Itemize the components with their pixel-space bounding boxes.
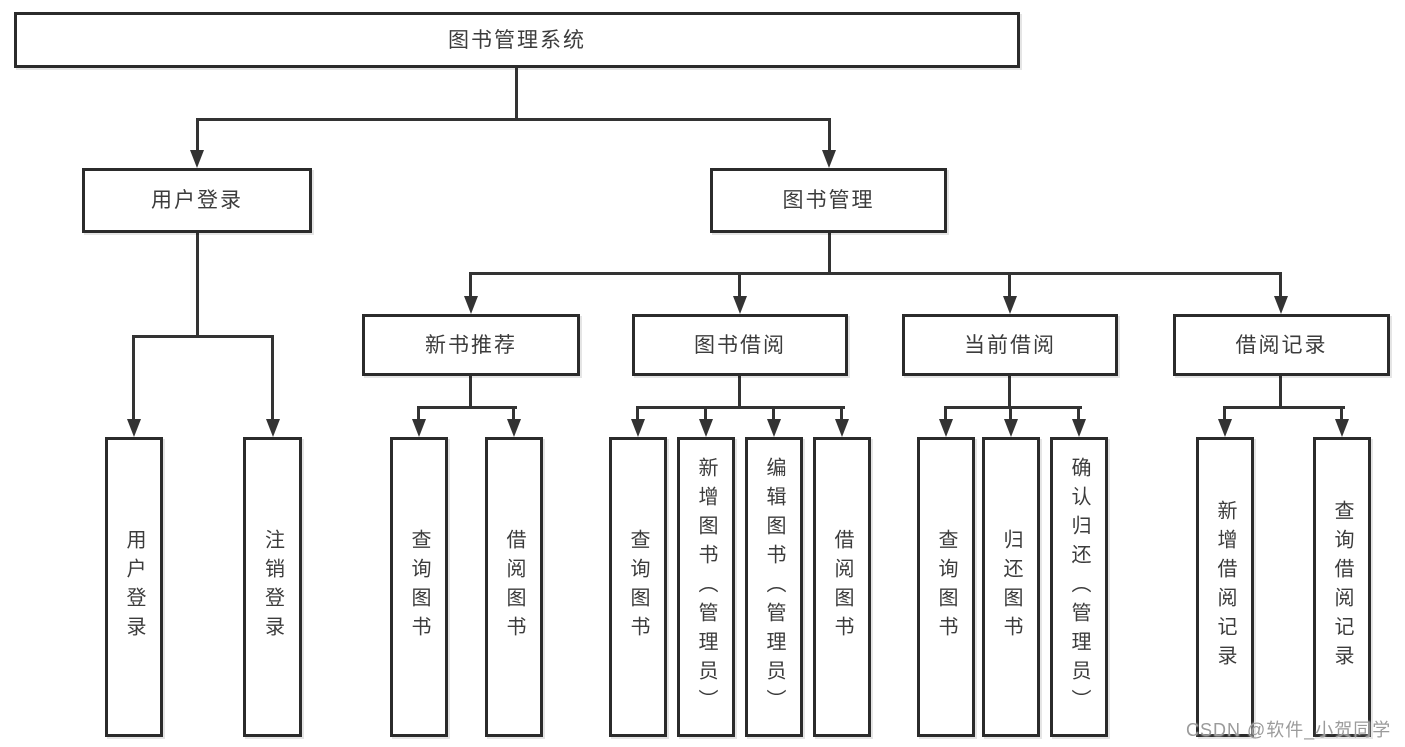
leaf-query-books-current: 查询图书 [917,437,975,737]
leaf-query-books-borrowing: 查询图书 [609,437,667,737]
node-book-management: 图书管理 [710,168,947,233]
arrowhead-icon [822,150,836,168]
leaf-user-login: 用户登录 [105,437,163,737]
leaf-label: 借阅图书 [831,529,853,645]
node-current-borrowing: 当前借阅 [902,314,1118,376]
leaf-label: 查询图书 [408,529,430,645]
edge-root-drop-left [196,118,199,154]
arrowhead-icon [835,419,849,437]
edge-bookborrow-drop [704,406,707,423]
leaf-borrow-books: 借阅图书 [813,437,871,737]
edge-root-rail [196,118,831,121]
edge-bookmgmt-drop [1008,272,1011,300]
arrowhead-icon [266,419,280,437]
leaf-logout: 注销登录 [243,437,302,737]
arrowhead-icon [127,419,141,437]
leaf-label: 查询图书 [627,529,649,645]
edge-currentborrow-rail [944,406,1082,409]
edge-currentborrow-stub [1008,376,1011,409]
edge-borrowrecord-drop [1223,406,1226,423]
edge-bookborrow-stub [738,376,741,409]
edge-userlogin-rail [132,335,274,338]
node-label: 新书推荐 [425,333,517,357]
edge-newbook-drop [417,406,420,423]
node-label: 借阅记录 [1235,333,1328,357]
edge-userlogin-drop [132,335,135,423]
edge-currentborrow-drop [1009,406,1012,423]
leaf-label: 用户登录 [123,529,145,645]
edge-root-stub [515,68,518,118]
arrowhead-icon [190,150,204,168]
node-new-book-recommend: 新书推荐 [362,314,580,376]
leaf-confirm-return-admin: 确认归还（管理员） [1050,437,1108,737]
edge-bookborrow-drop [636,406,639,423]
leaf-label: 查询图书 [935,529,957,645]
arrowhead-icon [699,419,713,437]
edge-bookmgmt-rail [469,272,1282,275]
csdn-watermark: CSDN @软件_小贺同学 [1186,720,1392,740]
edge-newbook-drop [512,406,515,423]
leaf-query-borrow-record: 查询借阅记录 [1313,437,1371,737]
edge-bookborrow-rail [636,406,845,409]
leaf-label: 编辑图书（管理员） [763,456,785,718]
edge-bookmgmt-stub [828,233,831,275]
node-library-system: 图书管理系统 [14,12,1020,68]
node-label: 图书借阅 [694,333,786,357]
edge-currentborrow-drop [944,406,947,423]
node-borrowing-records: 借阅记录 [1173,314,1390,376]
arrowhead-icon [412,419,426,437]
arrowhead-icon [733,296,747,314]
edge-bookmgmt-drop [738,272,741,300]
arrowhead-icon [1274,296,1288,314]
edge-bookborrow-drop [772,406,775,423]
leaf-borrow-books-recommend: 借阅图书 [485,437,543,737]
leaf-label: 新增借阅记录 [1214,500,1236,674]
node-label: 图书管理 [782,189,875,212]
edge-newbook-stub [469,376,472,409]
arrowhead-icon [1003,296,1017,314]
leaf-add-borrow-record: 新增借阅记录 [1196,437,1254,737]
edge-root-drop-right [828,118,831,154]
arrowhead-icon [1072,419,1086,437]
leaf-label: 新增图书（管理员） [695,456,717,718]
arrowhead-icon [1335,419,1349,437]
edge-borrowrecord-drop [1340,406,1343,423]
leaf-return-books: 归还图书 [982,437,1040,737]
arrowhead-icon [464,296,478,314]
arrowhead-icon [507,419,521,437]
leaf-label: 查询借阅记录 [1331,500,1353,674]
node-book-borrowing: 图书借阅 [632,314,848,376]
arrowhead-icon [1004,419,1018,437]
edge-newbook-rail [417,406,517,409]
edge-bookmgmt-drop [469,272,472,300]
leaf-label: 注销登录 [261,529,284,645]
leaf-label: 借阅图书 [503,529,525,645]
leaf-edit-books-admin: 编辑图书（管理员） [745,437,803,737]
leaf-label: 归还图书 [1000,529,1022,645]
node-label: 用户登录 [151,189,243,212]
arrowhead-icon [1218,419,1232,437]
edge-bookborrow-drop [840,406,843,423]
leaf-query-books-recommend: 查询图书 [390,437,448,737]
arrowhead-icon [939,419,953,437]
edge-userlogin-stub [196,233,199,335]
arrowhead-icon [631,419,645,437]
leaf-label: 确认归还（管理员） [1068,456,1090,718]
node-user-login: 用户登录 [82,168,312,233]
arrowhead-icon [767,419,781,437]
edge-bookmgmt-drop [1279,272,1282,300]
node-label: 当前借阅 [964,333,1056,357]
edge-currentborrow-drop [1077,406,1080,423]
leaf-add-books-admin: 新增图书（管理员） [677,437,735,737]
edge-borrowrecord-rail [1223,406,1345,409]
edge-borrowrecord-stub [1279,376,1282,409]
edge-userlogin-drop [271,335,274,423]
node-label: 图书管理系统 [448,28,586,52]
